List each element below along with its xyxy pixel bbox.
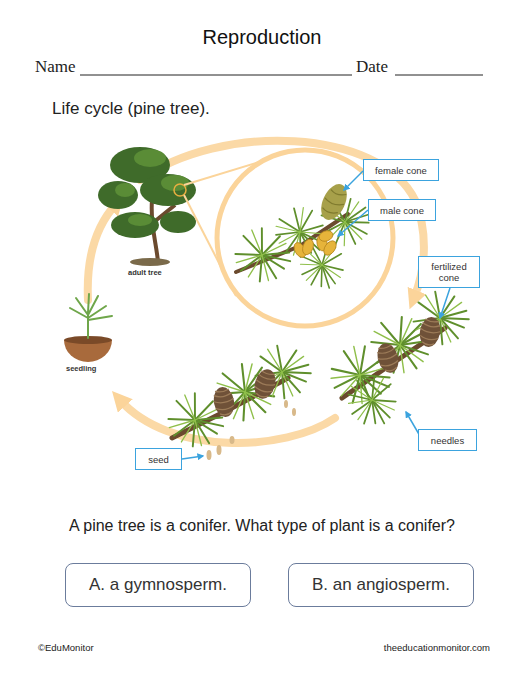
website-note: theeducationmonitor.com bbox=[300, 642, 490, 653]
callout-text: needles bbox=[431, 435, 464, 446]
page-title: Reproduction bbox=[0, 26, 524, 49]
callout-text: fertilized cone bbox=[421, 261, 477, 283]
copyright-note: ©EduMonitor bbox=[38, 642, 158, 653]
callout-box: male cone bbox=[368, 199, 436, 221]
fertilized-cone-branch bbox=[323, 292, 468, 435]
callout-box: female cone bbox=[363, 159, 439, 181]
stage-label: seedling bbox=[66, 364, 116, 373]
answer-text: A. a gymnosperm. bbox=[89, 575, 227, 595]
answer-text: B. an angiosperm. bbox=[312, 575, 450, 595]
adult-tree bbox=[98, 147, 196, 266]
field-label: Date bbox=[356, 57, 406, 77]
question-text: A pine tree is a conifer. What type of p… bbox=[20, 517, 504, 535]
callout-box: fertilized cone bbox=[418, 256, 480, 288]
cycle-arrow bbox=[88, 141, 424, 443]
callout-text: female cone bbox=[375, 165, 427, 176]
stage-label: adult tree bbox=[128, 268, 178, 277]
zoom-circle bbox=[174, 150, 393, 326]
seedling bbox=[64, 294, 112, 362]
seed-branch bbox=[164, 346, 310, 460]
answer-choice-box: B. an angiosperm. bbox=[288, 563, 474, 607]
callout-box: seed bbox=[135, 448, 182, 470]
leader-line bbox=[182, 171, 450, 459]
callout-box: needles bbox=[418, 429, 477, 451]
answer-choice-box: A. a gymnosperm. bbox=[65, 563, 251, 607]
section-heading: Life cycle (pine tree). bbox=[52, 99, 302, 119]
answer-line bbox=[80, 75, 483, 76]
callout-text: male cone bbox=[380, 205, 424, 216]
callout-text: seed bbox=[148, 454, 169, 465]
field-label: Name bbox=[35, 57, 95, 77]
